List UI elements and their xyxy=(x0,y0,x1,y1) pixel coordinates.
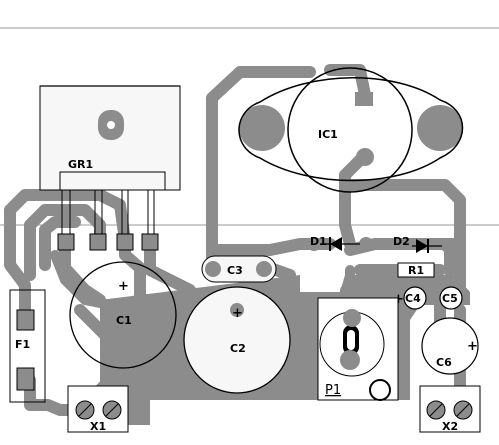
c3-pad-left xyxy=(205,261,221,277)
c3-pad-right xyxy=(256,261,272,277)
f1-pad-top xyxy=(16,309,35,331)
label-c1: C1 xyxy=(116,314,132,327)
r1-pad-right xyxy=(443,264,455,276)
c2-body xyxy=(183,286,291,394)
label-ic1: IC1 xyxy=(318,128,338,141)
gr1-hole xyxy=(107,121,115,129)
c1-plus: + xyxy=(118,279,129,294)
ic1-pad-a xyxy=(355,92,373,106)
d2-symbol xyxy=(412,239,455,253)
label-c4: C4 xyxy=(405,292,421,305)
c6-body xyxy=(421,317,479,375)
f1-outline xyxy=(9,289,46,403)
label-c2: C2 xyxy=(230,342,246,355)
c1-body xyxy=(69,261,177,369)
gr1-leads xyxy=(61,190,155,240)
r1-pad-left xyxy=(376,264,388,276)
p1-pad-left xyxy=(340,350,360,370)
p1-pad-right xyxy=(369,379,391,401)
ic1-pad-b xyxy=(356,148,374,166)
c5-body xyxy=(439,286,463,310)
r1-body xyxy=(397,262,435,278)
ic1-package xyxy=(238,67,464,193)
label-x1: X1 xyxy=(90,420,106,433)
gr1-pins xyxy=(57,233,159,251)
label-c5: C5 xyxy=(442,292,458,305)
label-c3: C3 xyxy=(227,264,243,277)
ic1-mounting-pads xyxy=(239,105,463,151)
label-c6: C6 xyxy=(436,356,452,369)
c2-pad xyxy=(230,303,244,317)
label-r1: R1 xyxy=(408,264,424,277)
label-p1: P1 xyxy=(325,383,341,398)
label-d2: D2 xyxy=(393,235,410,248)
p1-slot-inner xyxy=(347,330,355,350)
c4-body xyxy=(403,286,427,310)
c2-plus: + xyxy=(232,306,243,321)
d1-symbol xyxy=(307,237,373,251)
label-gr1: GR1 xyxy=(68,158,93,171)
label-f1: F1 xyxy=(15,338,30,351)
f1-pad-bottom xyxy=(16,367,35,391)
c6-plus: + xyxy=(467,339,478,354)
label-x2: X2 xyxy=(442,420,458,433)
label-d1: D1 xyxy=(310,235,327,248)
sheet-guides xyxy=(0,27,499,226)
p1-pad-top xyxy=(343,309,361,327)
c3-body xyxy=(201,255,277,283)
